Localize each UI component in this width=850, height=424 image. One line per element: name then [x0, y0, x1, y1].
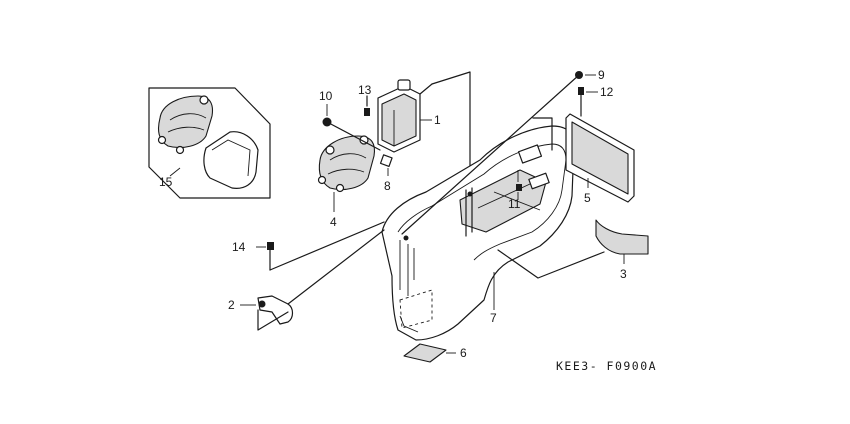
part-7-storage-box — [381, 71, 605, 341]
callout-15-label: 15 — [159, 175, 173, 189]
part-1-box — [377, 79, 432, 153]
callout-12-label: 12 — [600, 85, 614, 99]
callout-6-label: 6 — [460, 346, 467, 360]
callout-8-label: 8 — [384, 179, 391, 193]
part-11-clip — [516, 170, 522, 200]
callout-13-label: 13 — [358, 83, 372, 97]
callout-4-label: 4 — [330, 215, 337, 229]
part-5-lid — [532, 113, 635, 203]
callout-1-label: 1 — [434, 113, 441, 127]
part-15-cover-assembly — [148, 87, 271, 199]
part-6-mat — [403, 343, 456, 363]
callout-9-label: 9 — [598, 68, 605, 82]
callout-15: 15 — [159, 167, 181, 189]
part-14-bolt — [256, 221, 385, 271]
part-4-cover — [317, 135, 376, 212]
callout-2-label: 2 — [228, 298, 235, 312]
part-8-nut — [379, 154, 393, 176]
callout-11-label: 11 — [508, 197, 521, 211]
callout-14-label: 14 — [232, 240, 246, 254]
part-13-screw — [364, 95, 370, 116]
callout-3-label: 3 — [620, 267, 627, 281]
callout-5-label: 5 — [584, 191, 591, 205]
part-12-bolt — [578, 87, 598, 117]
part-9-screw — [401, 71, 596, 235]
callout-7-label: 7 — [490, 311, 497, 325]
part-2-bracket — [240, 229, 385, 331]
diagram-code: KEE3- F0900A — [556, 359, 657, 373]
callout-10-label: 10 — [319, 89, 333, 103]
part-10-bolt — [322, 104, 381, 151]
part-3-seal-strip — [595, 219, 649, 264]
